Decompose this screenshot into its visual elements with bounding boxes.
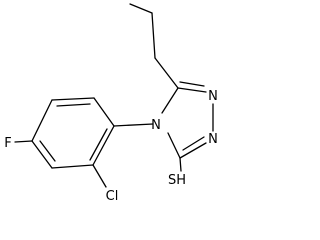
bond-propyl-2 (151, 12, 156, 59)
bond-phenyl-cl (92, 164, 107, 188)
bond-phenyl-f (14, 140, 33, 143)
bond-phenyl-c4-c5 (31, 99, 53, 142)
atom-n4-label: N (151, 118, 161, 133)
bond-phenyl-c6-c1 (93, 97, 115, 127)
bond-phenyl-c5-c6-double (56, 103, 91, 107)
bond-propyl-3 (154, 57, 179, 89)
bond-triazole-n4-c5 (161, 87, 179, 114)
structure-diagram: N N N SH Cl F (4, 3, 218, 204)
bond-phenyl-c3-c4 (31, 140, 53, 169)
bond-triazole-c3-n4 (167, 132, 181, 159)
atom-n2-label: N (208, 132, 218, 147)
bond-triazole-n2-c3-double (182, 136, 205, 151)
bond-phenyl-c1-c2 (92, 125, 115, 166)
fluoro-label: F (4, 136, 11, 151)
bond-phenyl-c5-c6 (51, 97, 95, 101)
bond-c3-s (179, 157, 182, 172)
atom-n1-label: N (208, 89, 218, 104)
chloro-label: Cl (106, 189, 119, 204)
bond-n4-phenyl (113, 123, 154, 127)
bond-triazole-n2-c3 (179, 142, 207, 159)
bond-phenyl-c1-c2-double (89, 128, 108, 161)
bond-propyl-1 (129, 3, 153, 14)
bond-phenyl-c2-c3 (51, 164, 94, 169)
bond-triazole-c5-n1 (177, 87, 207, 93)
bond-triazole-c5-n1-double (179, 81, 205, 87)
bond-phenyl-c3-c4-double (39, 140, 56, 162)
molecule-canvas: N N N SH Cl F (4, 3, 218, 204)
thiol-label: SH (168, 173, 186, 188)
